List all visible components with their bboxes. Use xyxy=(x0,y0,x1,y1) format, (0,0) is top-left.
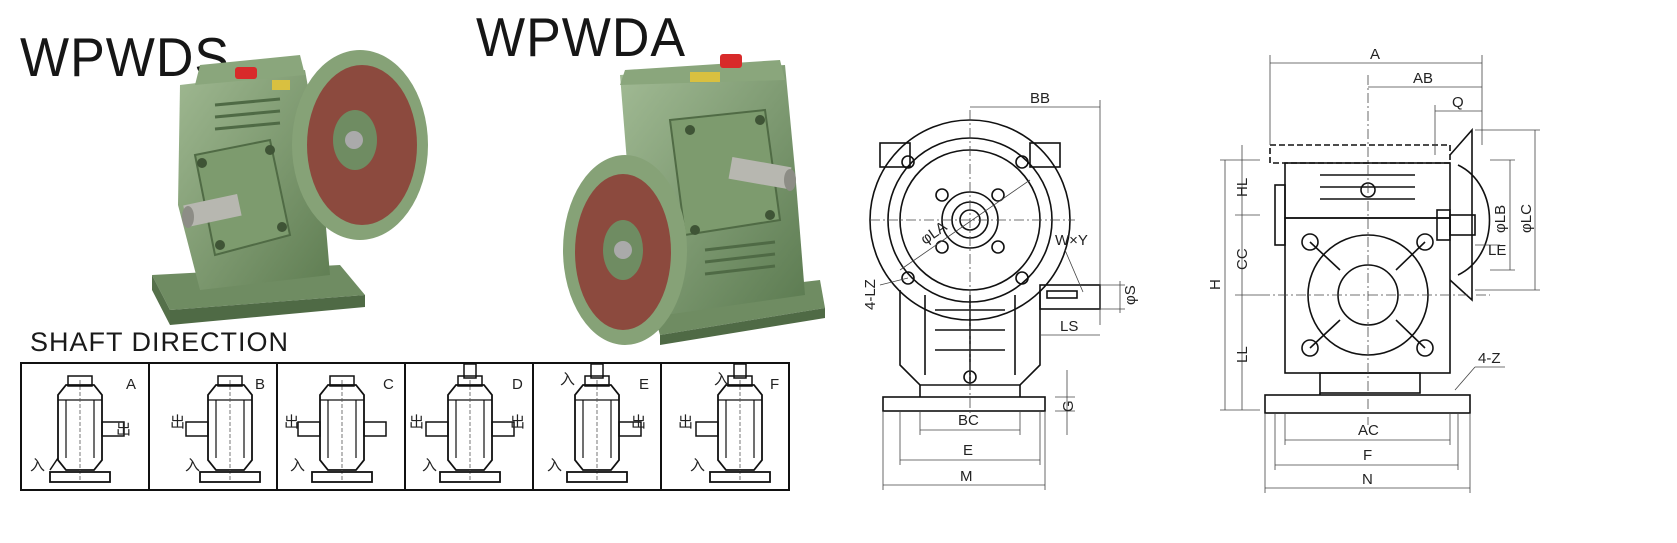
shaft-direction-cell-b xyxy=(185,375,261,483)
cell-c-in-label: 入 xyxy=(290,457,305,474)
front-view-drawing: BB φLA W×Y φS LS 4-LZ G BC E M xyxy=(862,90,1139,490)
label-f: F xyxy=(1363,447,1372,464)
cell-e-in-label: 入 xyxy=(560,371,575,388)
cell-letter-a: A xyxy=(126,376,136,393)
label-g: G xyxy=(1060,400,1077,412)
cell-f-in-label: 入 xyxy=(714,371,729,388)
cell-letter-d: D xyxy=(512,376,523,393)
label-lc: φLC xyxy=(1518,204,1535,233)
cell-e-out-label: 出 xyxy=(631,414,646,431)
label-h: H xyxy=(1207,279,1224,290)
cell-d-out-label-2: 出 xyxy=(510,414,525,431)
cell-a-in-label: 入 xyxy=(30,457,45,474)
cell-f-out-label: 出 xyxy=(678,414,693,431)
shaft-direction-cell-c xyxy=(297,375,387,483)
label-ac: AC xyxy=(1358,422,1379,439)
cell-f-in-label-2: 入 xyxy=(690,457,705,474)
wpwds-gearbox-image xyxy=(152,50,428,325)
label-ab: AB xyxy=(1413,70,1433,87)
cell-letter-c: C xyxy=(383,376,394,393)
shaft-direction-cell-a xyxy=(49,375,125,483)
product-title-wpwda: WPWDA xyxy=(476,7,687,69)
label-ls: LS xyxy=(1060,318,1078,335)
label-hl: HL xyxy=(1234,178,1251,197)
cell-a-out-label: 出 xyxy=(116,421,131,438)
cell-letter-b: B xyxy=(255,376,265,393)
shaft-direction-cell-e xyxy=(566,363,642,483)
label-wxy: W×Y xyxy=(1055,232,1088,249)
product-title-wpwds: WPWDS xyxy=(20,27,231,89)
cell-letter-f: F xyxy=(770,376,779,393)
label-la: φLA xyxy=(918,218,951,248)
label-lz: 4-LZ xyxy=(862,279,879,310)
cell-b-in-label: 入 xyxy=(185,457,200,474)
wpwda-gearbox-image xyxy=(563,54,825,345)
label-lb: φLB xyxy=(1492,205,1509,233)
shaft-direction-title: SHAFT DIRECTION xyxy=(30,327,290,357)
cell-b-out-label: 出 xyxy=(170,414,185,431)
label-ll: LL xyxy=(1234,346,1251,363)
label-cc: CC xyxy=(1234,248,1251,270)
shaft-direction-cell-d xyxy=(425,363,515,483)
cell-e-in-label-2: 入 xyxy=(547,457,562,474)
label-bc: BC xyxy=(958,412,979,429)
label-bb: BB xyxy=(1030,90,1050,107)
label-q: Q xyxy=(1452,94,1464,111)
side-view-drawing: A AB Q HL H CC LL φLB φLC LE 4-Z AC F N xyxy=(1207,46,1540,493)
label-z: 4-Z xyxy=(1478,350,1501,367)
cell-c-out-label: 出 xyxy=(284,414,299,431)
cell-letter-e: E xyxy=(639,376,649,393)
cell-d-in-label: 入 xyxy=(422,457,437,474)
label-m: M xyxy=(960,468,973,485)
label-s: φS xyxy=(1122,285,1139,305)
shaft-direction-table: A 出 入 B 出 入 C 出 入 D 出 出 入 E 入 出 入 F 入 xyxy=(20,362,790,491)
cell-d-out-label: 出 xyxy=(409,414,424,431)
label-n: N xyxy=(1362,471,1373,488)
label-e: E xyxy=(963,442,973,459)
label-le: LE xyxy=(1488,242,1506,259)
shaft-direction-cell-f xyxy=(695,363,771,483)
label-a: A xyxy=(1370,46,1380,63)
